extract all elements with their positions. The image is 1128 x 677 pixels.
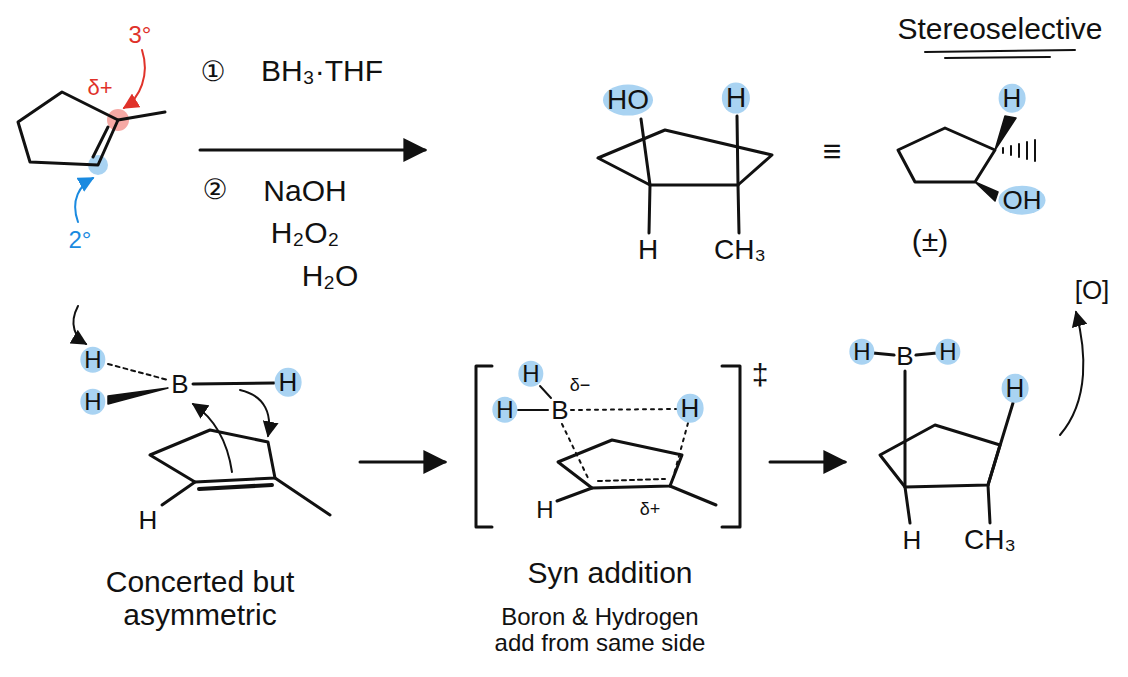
atom-label: δ− bbox=[570, 376, 591, 396]
curved-arrow bbox=[240, 390, 269, 436]
note-text: Syn addition bbox=[527, 556, 692, 589]
reaction-arrow bbox=[200, 149, 425, 152]
partial-bond bbox=[598, 479, 665, 481]
substituent-bond bbox=[557, 488, 592, 501]
atom-label: H bbox=[638, 235, 658, 266]
atom-label: H₂O bbox=[302, 259, 359, 292]
atom-label: ② bbox=[202, 175, 227, 206]
atom-label: B bbox=[896, 342, 913, 371]
atom-label: H bbox=[677, 394, 704, 423]
atom-label: H bbox=[518, 361, 543, 387]
atom-label: H bbox=[722, 83, 750, 114]
atom-label: CH₃ bbox=[714, 235, 766, 266]
note-text: BH₃·THF bbox=[261, 54, 383, 87]
hashed-bond bbox=[108, 364, 168, 380]
atom-label: 2° bbox=[69, 227, 92, 253]
atom-label: H bbox=[275, 368, 302, 397]
atom-label: [O] bbox=[1075, 276, 1110, 305]
atom-label: OH bbox=[999, 186, 1046, 215]
title: Stereoselective bbox=[897, 12, 1102, 45]
pointer-arrow bbox=[124, 50, 145, 108]
atom-label: H bbox=[80, 389, 105, 415]
partial-bond bbox=[673, 423, 688, 478]
ring-bond bbox=[898, 128, 995, 182]
methyl-bond bbox=[670, 486, 716, 505]
atom-label: δ+ bbox=[640, 500, 661, 520]
reaction-arrow bbox=[360, 461, 445, 464]
bond bbox=[916, 353, 937, 355]
atom-label: H bbox=[849, 339, 874, 365]
double-bond bbox=[199, 485, 272, 489]
wedge-bond bbox=[975, 182, 998, 201]
bond bbox=[540, 386, 551, 398]
atom-label: H bbox=[536, 497, 553, 523]
atom-label: H bbox=[999, 84, 1026, 113]
bond bbox=[873, 353, 894, 355]
ring-bond bbox=[18, 92, 118, 165]
atom-label: B bbox=[171, 370, 188, 399]
bracket bbox=[476, 366, 492, 527]
atom-label: (±) bbox=[912, 224, 948, 257]
partial-bond bbox=[562, 424, 588, 478]
wedge-bond bbox=[995, 116, 1016, 150]
wedge-bond bbox=[108, 388, 168, 404]
curved-arrow bbox=[73, 306, 86, 344]
atom-label: H bbox=[1002, 374, 1029, 403]
bond bbox=[518, 409, 548, 411]
substituent-bond bbox=[649, 185, 650, 233]
ring-bond bbox=[150, 430, 275, 482]
substituent-bond bbox=[737, 116, 738, 185]
methyl-bond bbox=[118, 112, 165, 120]
substituent-bond bbox=[905, 487, 910, 523]
bracket bbox=[722, 366, 740, 527]
atom-label: H bbox=[492, 397, 517, 423]
partial-bond bbox=[571, 409, 677, 410]
substituent-bond bbox=[988, 485, 990, 523]
curved-arrow bbox=[1060, 312, 1083, 435]
methyl-bond bbox=[275, 478, 330, 515]
substituent-bond bbox=[162, 482, 195, 505]
bond bbox=[904, 371, 907, 487]
atom-label: ≡ bbox=[823, 134, 842, 169]
double-bond bbox=[93, 127, 108, 157]
title-underline bbox=[925, 50, 1075, 58]
note-text: Concerted but asymmetric bbox=[90, 565, 310, 631]
ring-bond bbox=[558, 440, 682, 488]
note-text: Boron & Hydrogen add from same side bbox=[485, 604, 715, 657]
atom-label: H bbox=[935, 339, 960, 365]
substituent-bond bbox=[641, 119, 650, 185]
ring-bond bbox=[880, 425, 1000, 487]
atom-label: ① bbox=[200, 57, 225, 88]
atom-label: 3° bbox=[129, 22, 152, 48]
atom-label: H bbox=[903, 526, 922, 555]
bond bbox=[193, 383, 274, 384]
hashed-bond bbox=[1003, 140, 1035, 161]
substituent-bond bbox=[738, 185, 739, 233]
curved-arrow bbox=[193, 404, 232, 472]
ring-bond bbox=[598, 130, 772, 185]
atom-label: HO bbox=[603, 85, 653, 116]
reaction-arrow bbox=[770, 461, 845, 464]
atom-label: NaOH bbox=[263, 174, 346, 207]
atom-label: H bbox=[139, 506, 158, 535]
atom-label: CH₃ bbox=[964, 525, 1016, 556]
atom-label: H₂O₂ bbox=[271, 216, 339, 249]
atom-label: δ+ bbox=[87, 76, 112, 100]
pointer-arrow bbox=[75, 178, 93, 222]
atom-label: B bbox=[551, 396, 568, 425]
atom-label: H bbox=[80, 347, 105, 373]
atom-label: ‡ bbox=[752, 358, 769, 391]
